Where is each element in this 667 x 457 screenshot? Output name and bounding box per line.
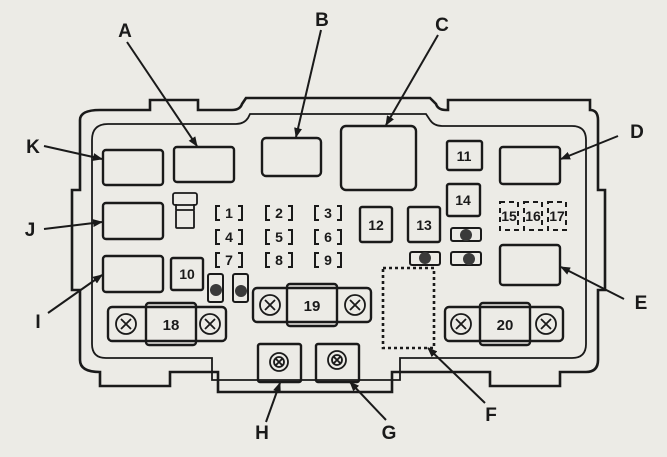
- fuse-14-label: 14: [455, 192, 471, 208]
- small-fuse-6-label: 6: [324, 229, 332, 245]
- callout-C: C: [435, 15, 449, 36]
- socket-F: [381, 266, 436, 350]
- small-fuse-3: 3: [314, 205, 342, 221]
- relay-J: [101, 201, 165, 241]
- terminal-H: [256, 342, 303, 384]
- mini-fuse-holder-left: [207, 273, 249, 303]
- callout-E: E: [635, 293, 648, 314]
- small-fuse-1: 1: [215, 205, 243, 221]
- callout-leaders: [43, 29, 625, 423]
- callout-J: J: [25, 220, 36, 241]
- small-fuse-3-label: 3: [324, 205, 332, 221]
- small-fuse-6: 6: [314, 229, 342, 245]
- relay-B: [260, 136, 323, 178]
- callout-H: H: [255, 423, 269, 444]
- small-fuse-2: 2: [265, 205, 293, 221]
- small-fuse-16-label: 16: [525, 208, 541, 224]
- fuse-10: 10: [169, 256, 205, 292]
- relay-E: [498, 243, 562, 287]
- small-fuse-5: 5: [265, 229, 293, 245]
- fuse-12-label: 12: [368, 217, 384, 233]
- small-connector: [172, 192, 198, 229]
- callout-K: K: [26, 137, 40, 158]
- small-fuse-8-label: 8: [275, 252, 283, 268]
- relay-I: [101, 254, 165, 294]
- small-fuse-grid: 1 2 3 4 5 6 7 8 9: [215, 205, 342, 268]
- housing-outline: [70, 96, 607, 394]
- relay-D: [498, 145, 562, 186]
- small-fuse-8: 8: [265, 252, 293, 268]
- small-fuse-15-label: 15: [501, 208, 517, 224]
- small-fuse-15: 15: [499, 201, 519, 231]
- relay-K: [101, 148, 165, 187]
- large-fuse-20: 20: [443, 301, 565, 347]
- fuse-12: 12: [358, 205, 394, 244]
- callout-F: F: [485, 405, 497, 426]
- fuse-13: 13: [406, 205, 442, 244]
- small-fuse-7: 7: [215, 252, 243, 268]
- small-fuse-5-label: 5: [275, 229, 283, 245]
- small-fuse-17-label: 17: [549, 208, 565, 224]
- fuse-10-label: 10: [179, 266, 195, 282]
- small-fuse-9: 9: [314, 252, 342, 268]
- small-fuse-4-label: 4: [225, 229, 233, 245]
- callout-B: B: [315, 10, 329, 31]
- callout-I: I: [35, 312, 40, 333]
- large-fuse-19: 19: [251, 282, 373, 328]
- callout-G: G: [382, 423, 397, 444]
- mini-fuse-holder-right: [409, 227, 482, 266]
- fuse-11-label: 11: [457, 148, 472, 164]
- fuse-19-label: 19: [304, 298, 321, 315]
- small-fuse-2-label: 2: [275, 205, 283, 221]
- small-fuse-4: 4: [215, 229, 243, 245]
- callout-A: A: [118, 21, 132, 42]
- relay-C: [339, 124, 418, 192]
- terminal-G: [314, 342, 361, 384]
- small-fuse-16: 16: [523, 201, 543, 231]
- callout-D: D: [630, 122, 644, 143]
- fuse-20-label: 20: [497, 317, 514, 334]
- large-fuse-18: 18: [106, 301, 228, 347]
- right-small-fuse-grid: 15 16 17: [499, 201, 567, 231]
- relay-A: [172, 145, 236, 184]
- fuse-14: 14: [445, 182, 482, 218]
- small-fuse-7-label: 7: [225, 252, 233, 268]
- small-fuse-9-label: 9: [324, 252, 332, 268]
- small-fuse-1-label: 1: [225, 205, 233, 221]
- fuse-18-label: 18: [163, 317, 180, 334]
- fuse-11: 11: [445, 139, 484, 172]
- fuse-13-label: 13: [416, 217, 432, 233]
- small-fuse-17: 17: [547, 201, 567, 231]
